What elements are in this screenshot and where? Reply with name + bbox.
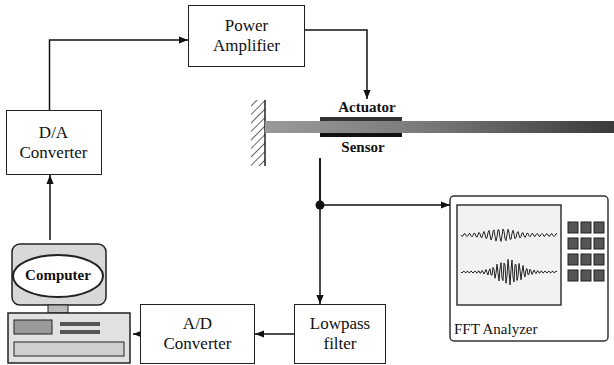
node-text: A/D Converter (158, 314, 238, 353)
signal-arrow (49, 175, 51, 240)
fft-analyzer-illustration (450, 196, 608, 341)
sensor-label: Sensor (312, 139, 396, 158)
analyzer-button (594, 238, 604, 249)
actuator-label: Actuator (326, 99, 408, 118)
node-text: Power Amplifier (205, 16, 289, 55)
node-text: Sensor (330, 139, 396, 156)
analyzer-button (594, 270, 604, 281)
node-text: D/A Converter (16, 123, 92, 162)
actuator-patch (320, 117, 402, 121)
waveform-trace (461, 229, 557, 241)
process-box: Lowpass filter (294, 304, 386, 364)
node-text: FFT Analyzer (454, 321, 537, 338)
waveform-trace (461, 259, 557, 285)
process-box: D/A Converter (6, 110, 102, 175)
computer-illustration (8, 244, 130, 363)
signal-arrow (305, 30, 367, 99)
node-text: Lowpass filter (304, 314, 376, 353)
analyzer-button (594, 222, 604, 233)
signal-arrow (319, 158, 321, 304)
signal-arrow (133, 333, 140, 335)
analyzer-instrument: FFT Analyzer (450, 196, 608, 341)
clamped-wall (251, 100, 265, 166)
analyzer-button (581, 222, 591, 233)
analyzer-button (568, 254, 578, 265)
process-box: Power Amplifier (188, 5, 305, 67)
sensor-patch (320, 133, 402, 137)
process-box: A/D Converter (140, 304, 255, 364)
node-text: Computer (8, 267, 108, 284)
signal-arrow (255, 333, 294, 335)
signal-arrow (50, 40, 189, 110)
analyzer-button (594, 254, 604, 265)
analyzer-button (568, 222, 578, 233)
analyzer-button (581, 254, 591, 265)
analyzer-button (581, 238, 591, 249)
analyzer-button (568, 238, 578, 249)
analyzer-button (568, 270, 578, 281)
cantilever-beam (265, 121, 614, 133)
computer-unit: Computer (8, 240, 133, 365)
node-text: Actuator (326, 99, 408, 116)
signal-arrow (320, 158, 450, 205)
analyzer-button (581, 270, 591, 281)
